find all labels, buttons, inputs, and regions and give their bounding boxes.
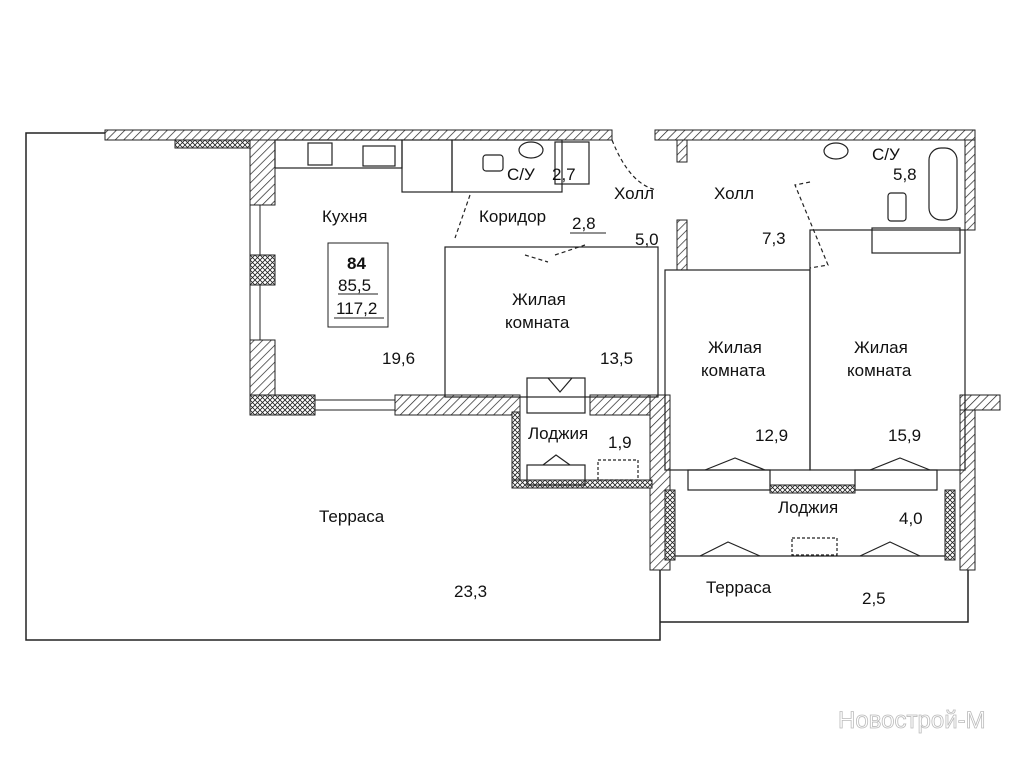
apartment-number: 84 [347, 254, 366, 273]
sink-icon [362, 145, 396, 167]
apartment-info-box [327, 242, 389, 328]
room-area-hall1: 5,0 [635, 230, 659, 249]
room-name-hall1: Холл [614, 184, 654, 203]
room-area-bath2: 5,8 [893, 165, 917, 184]
total-area: 117,2 [336, 299, 377, 318]
room-name-loggia1: Лоджия [528, 424, 588, 443]
room-area-bedroom2: 12,9 [755, 426, 788, 445]
room-labels: Кухня 19,6 84 85,5 117,2 С/У 2,7 Коридор… [319, 145, 923, 608]
bathtub-icon [928, 147, 958, 221]
toilet-icon [887, 192, 907, 222]
walls [104, 129, 1001, 571]
room-area-bath1: 2,7 [552, 165, 576, 184]
room-area-bedroom1: 13,5 [600, 349, 633, 368]
room-name-corridor: Коридор [479, 207, 546, 226]
vent-icon [597, 459, 639, 481]
room-name-hall2: Холл [714, 184, 754, 203]
washbasin-icon [518, 141, 544, 159]
partitions [274, 139, 966, 557]
room-name-bath1: С/У [507, 165, 535, 184]
terrace-outline [25, 132, 969, 641]
vent-icon [791, 537, 838, 556]
room-area-kitchen: 19,6 [382, 349, 415, 368]
washbasin-icon [823, 142, 849, 160]
room-name-bedroom2: Жилая [708, 338, 762, 357]
room-name-bath2: С/У [872, 145, 900, 164]
room-name-bedroom1: Жилая [512, 290, 566, 309]
room-name-bedroom3: Жилая [854, 338, 908, 357]
toilet-icon [482, 154, 504, 172]
room-area-loggia2: 4,0 [899, 509, 923, 528]
room-area-bedroom3: 15,9 [888, 426, 921, 445]
room-area-loggia1: 1,9 [608, 433, 632, 452]
shower-icon [554, 141, 590, 185]
room-area-terrace1: 23,3 [454, 582, 487, 601]
living-area: 85,5 [338, 276, 371, 295]
stove-icon [307, 142, 333, 166]
room-name-terrace2: Терраса [706, 578, 772, 597]
room-area-terrace2: 2,5 [862, 589, 886, 608]
room-name-kitchen: Кухня [322, 207, 368, 226]
room-name-bedroom1-line2: комната [505, 313, 570, 332]
watermark: Новострой-М [838, 707, 986, 734]
room-name-terrace1: Терраса [319, 507, 385, 526]
room-area-corridor: 2,8 [572, 214, 596, 233]
room-name-loggia2: Лоджия [778, 498, 838, 517]
room-area-hall2: 7,3 [762, 229, 786, 248]
room-name-bedroom2-line2: комната [701, 361, 766, 380]
room-name-bedroom3-line2: комната [847, 361, 912, 380]
